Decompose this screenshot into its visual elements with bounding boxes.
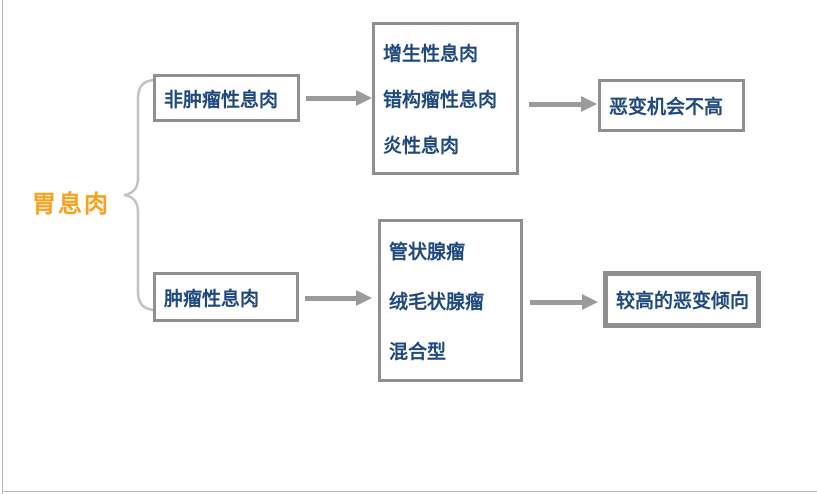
outcome-label-neoplastic: 较高的恶变倾向 — [616, 291, 750, 312]
arrow-shaft — [306, 95, 356, 101]
outcome-box-neoplastic: 较高的恶变倾向 — [603, 271, 761, 328]
type-item: 错构瘤性息肉 — [383, 89, 498, 111]
arrow-types-to-outcome-neoplastic — [530, 294, 598, 310]
type-item: 炎性息肉 — [383, 136, 460, 158]
arrow-shaft — [305, 295, 356, 301]
arrow-shaft — [529, 101, 581, 107]
type-item: 管状腺瘤 — [389, 242, 466, 264]
slide-left-edge — [2, 0, 3, 494]
outcome-box-non-neoplastic: 恶变机会不高 — [598, 79, 745, 132]
arrow-types-to-outcome-non-neoplastic — [529, 96, 597, 112]
category-box-neoplastic: 肿瘤性息肉 — [153, 272, 299, 322]
arrow-shaft — [530, 299, 582, 305]
arrow-head-icon — [356, 290, 372, 306]
arrow-head-icon — [581, 96, 597, 112]
left-curly-brace-icon — [123, 78, 158, 312]
types-box-non-neoplastic: 增生性息肉 错构瘤性息肉 炎性息肉 — [372, 22, 519, 175]
arrow-neoplastic-to-types — [305, 290, 372, 306]
root-label-gastric-polyp: 胃息肉 — [32, 191, 110, 218]
category-box-non-neoplastic: 非肿瘤性息肉 — [153, 74, 300, 122]
arrow-head-icon — [582, 294, 598, 310]
type-item: 绒毛状腺瘤 — [389, 291, 485, 313]
outcome-label-non-neoplastic: 恶变机会不高 — [609, 97, 724, 118]
category-label-neoplastic: 肿瘤性息肉 — [164, 288, 260, 310]
type-item: 混合型 — [389, 341, 447, 363]
arrow-head-icon — [356, 90, 372, 106]
types-box-neoplastic: 管状腺瘤 绒毛状腺瘤 混合型 — [378, 219, 523, 382]
category-label-non-neoplastic: 非肿瘤性息肉 — [164, 89, 279, 111]
slide-bottom-edge — [2, 491, 817, 492]
type-item: 增生性息肉 — [383, 43, 479, 65]
arrow-non-neoplastic-to-types — [306, 90, 372, 106]
